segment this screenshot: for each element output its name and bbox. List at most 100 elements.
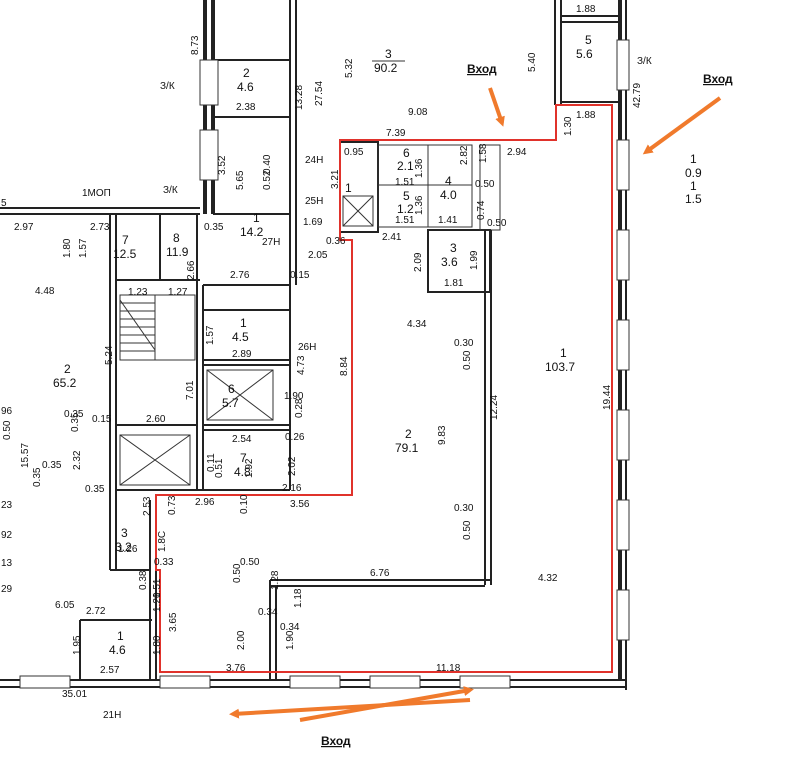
dim-label: 0.30	[454, 338, 474, 349]
dim-label: 29	[1, 584, 13, 595]
dim-label: 1.92	[244, 458, 255, 478]
dim-label: 4.34	[407, 319, 427, 330]
dim-label: 2.60	[146, 414, 166, 425]
window	[19, 675, 71, 689]
room-code: 27Н	[262, 237, 280, 248]
dim-label: 2.76	[230, 270, 250, 281]
dim-label: 1.8C	[157, 531, 168, 552]
dim-label: 2.16	[282, 483, 302, 494]
dim-label: 19.44	[602, 385, 613, 410]
room-area: 3.2	[115, 540, 132, 554]
dim-label: 0.35	[85, 484, 105, 495]
room-code: З/К	[637, 56, 652, 67]
dim-label: 1.90	[284, 391, 304, 402]
entrance-label-bottom: Вход	[321, 734, 351, 748]
dim-label: 2.05	[308, 250, 328, 261]
dim-label: 2.96	[195, 497, 215, 508]
dim-label: 2.53	[142, 496, 153, 516]
dim-label: 0.73	[167, 495, 178, 515]
room-area: 4.6	[237, 80, 254, 94]
room-code: З/К	[163, 185, 178, 196]
dim-label: 3.56	[290, 499, 310, 510]
room-number: 7	[240, 451, 247, 465]
dim-label: 3.76	[226, 663, 246, 674]
dim-label: 92	[1, 530, 13, 541]
window	[369, 675, 421, 689]
dim-label: 0.35	[70, 412, 81, 432]
room-area: 103.7	[545, 360, 575, 374]
window	[616, 139, 630, 191]
entrance-label-top: Вход	[467, 62, 497, 76]
dim-label: 5.32	[344, 58, 355, 78]
room-code: З/К	[160, 81, 175, 92]
dim-label: 35.01	[62, 689, 87, 700]
dim-label: 2.54	[232, 434, 252, 445]
dim-label: 1.99	[469, 250, 480, 270]
room-number: 7	[122, 233, 129, 247]
elevator-shaft	[206, 369, 274, 421]
dim-label: 0.35	[204, 222, 224, 233]
window	[616, 39, 630, 91]
room-number: 5	[585, 33, 592, 47]
room-number: 1	[253, 211, 260, 225]
room-area: 2.1	[397, 159, 414, 173]
dim-label: 2.66	[186, 260, 197, 280]
dim-label: 2.97	[14, 222, 34, 233]
dim-label: 1.80	[62, 238, 73, 258]
dim-label: 0.15	[290, 270, 310, 281]
room-number: 3	[450, 241, 457, 255]
dim-label: 1.90	[285, 630, 296, 650]
dim-label: 0.36	[326, 236, 346, 247]
dim-label: 3.65	[168, 612, 179, 632]
windows	[19, 39, 630, 689]
dim-label: 0.10	[239, 494, 250, 514]
dim-label: 1.58	[478, 143, 489, 163]
dim-label: 4.73	[296, 355, 307, 375]
dim-label: 6.76	[370, 568, 390, 579]
dim-label: 0.95	[344, 147, 364, 158]
room-area: 11.9	[166, 245, 189, 259]
dim-label: 1.51	[395, 177, 415, 188]
dim-label: 0.40	[262, 154, 273, 174]
dim-label: 0.50	[487, 218, 507, 229]
premises-outline[interactable]	[155, 104, 613, 673]
room-area: 5.7	[222, 396, 239, 410]
dim-label: 2.94	[507, 147, 527, 158]
dim-label: 27.54	[314, 81, 325, 106]
entrance-arrow-top	[488, 87, 505, 127]
room-area: 5.6	[576, 47, 593, 61]
room-code: 26Н	[298, 342, 316, 353]
window	[289, 675, 341, 689]
dim-label: 0.35	[32, 467, 43, 487]
room-number: 6	[228, 382, 235, 396]
dim-label: 0.74	[476, 200, 487, 220]
dim-label: 2.82	[459, 145, 470, 165]
room-number: 1	[345, 181, 352, 195]
dim-label: 0.35	[42, 460, 62, 471]
dimension-labels-vertical: 8.73 5.32 5.40 42.79 27.54 13.28 1.30 1.…	[2, 35, 643, 655]
dim-label: 0.51	[152, 578, 163, 598]
dim-label: 0.30	[454, 503, 474, 514]
dim-label: 1.21	[152, 592, 163, 612]
dim-label: 1.95	[72, 635, 83, 655]
dim-label: 0.50	[2, 420, 13, 440]
dim-label: 0.34	[258, 607, 278, 618]
dim-label: 1.36	[414, 195, 425, 215]
dimension-labels: 1.88 2.38 9.08 7.39 1.88 2.94 0.95 1.51 …	[1, 4, 596, 700]
window	[616, 589, 630, 641]
room-number: 2	[64, 362, 71, 376]
dim-label: 0.28	[294, 398, 305, 418]
dim-label: 8.73	[190, 35, 201, 55]
room-number: 5	[403, 189, 410, 203]
dim-label: 1.88	[576, 110, 596, 121]
room-number: 1	[240, 316, 247, 330]
room-area: 4.0	[440, 188, 457, 202]
room-number: 2	[405, 427, 412, 441]
dim-label: 2.73	[90, 222, 110, 233]
dim-label: 1.69	[303, 217, 323, 228]
dim-label: 2.89	[232, 349, 252, 360]
dim-label: 3.52	[217, 155, 228, 175]
entrance-label-right: Вход	[703, 72, 733, 86]
dim-label: 0.50	[462, 520, 473, 540]
